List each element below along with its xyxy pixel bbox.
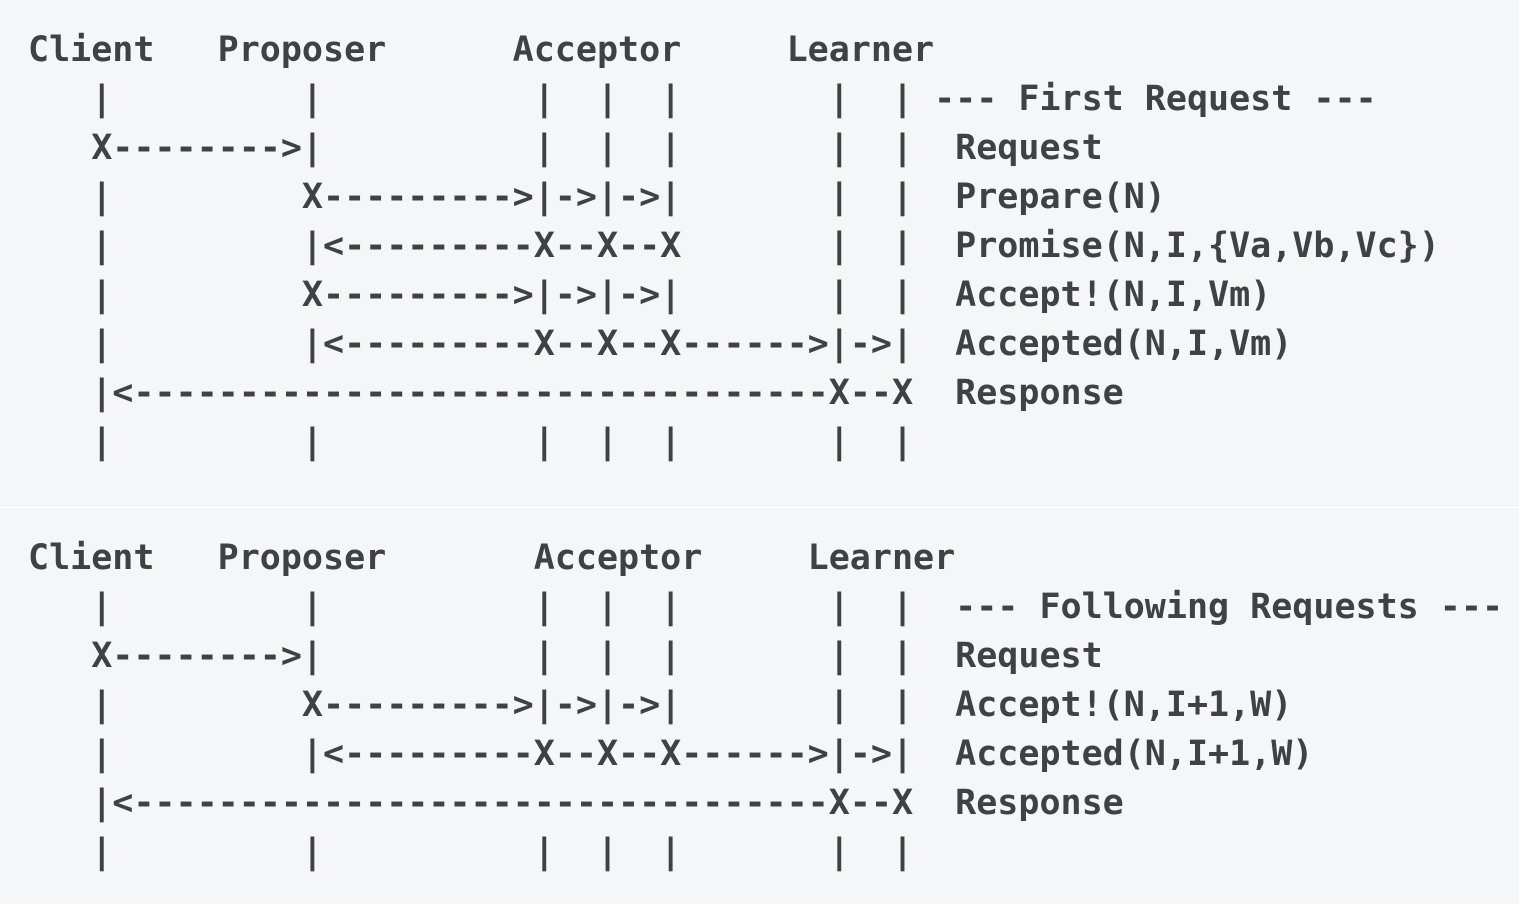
sequence-diagram-first-request: Client Proposer Acceptor Learner | | | |… [28,30,1440,462]
section-divider [0,505,1519,508]
sequence-diagram-following-requests: Client Proposer Acceptor Learner | | | |… [28,538,1504,872]
